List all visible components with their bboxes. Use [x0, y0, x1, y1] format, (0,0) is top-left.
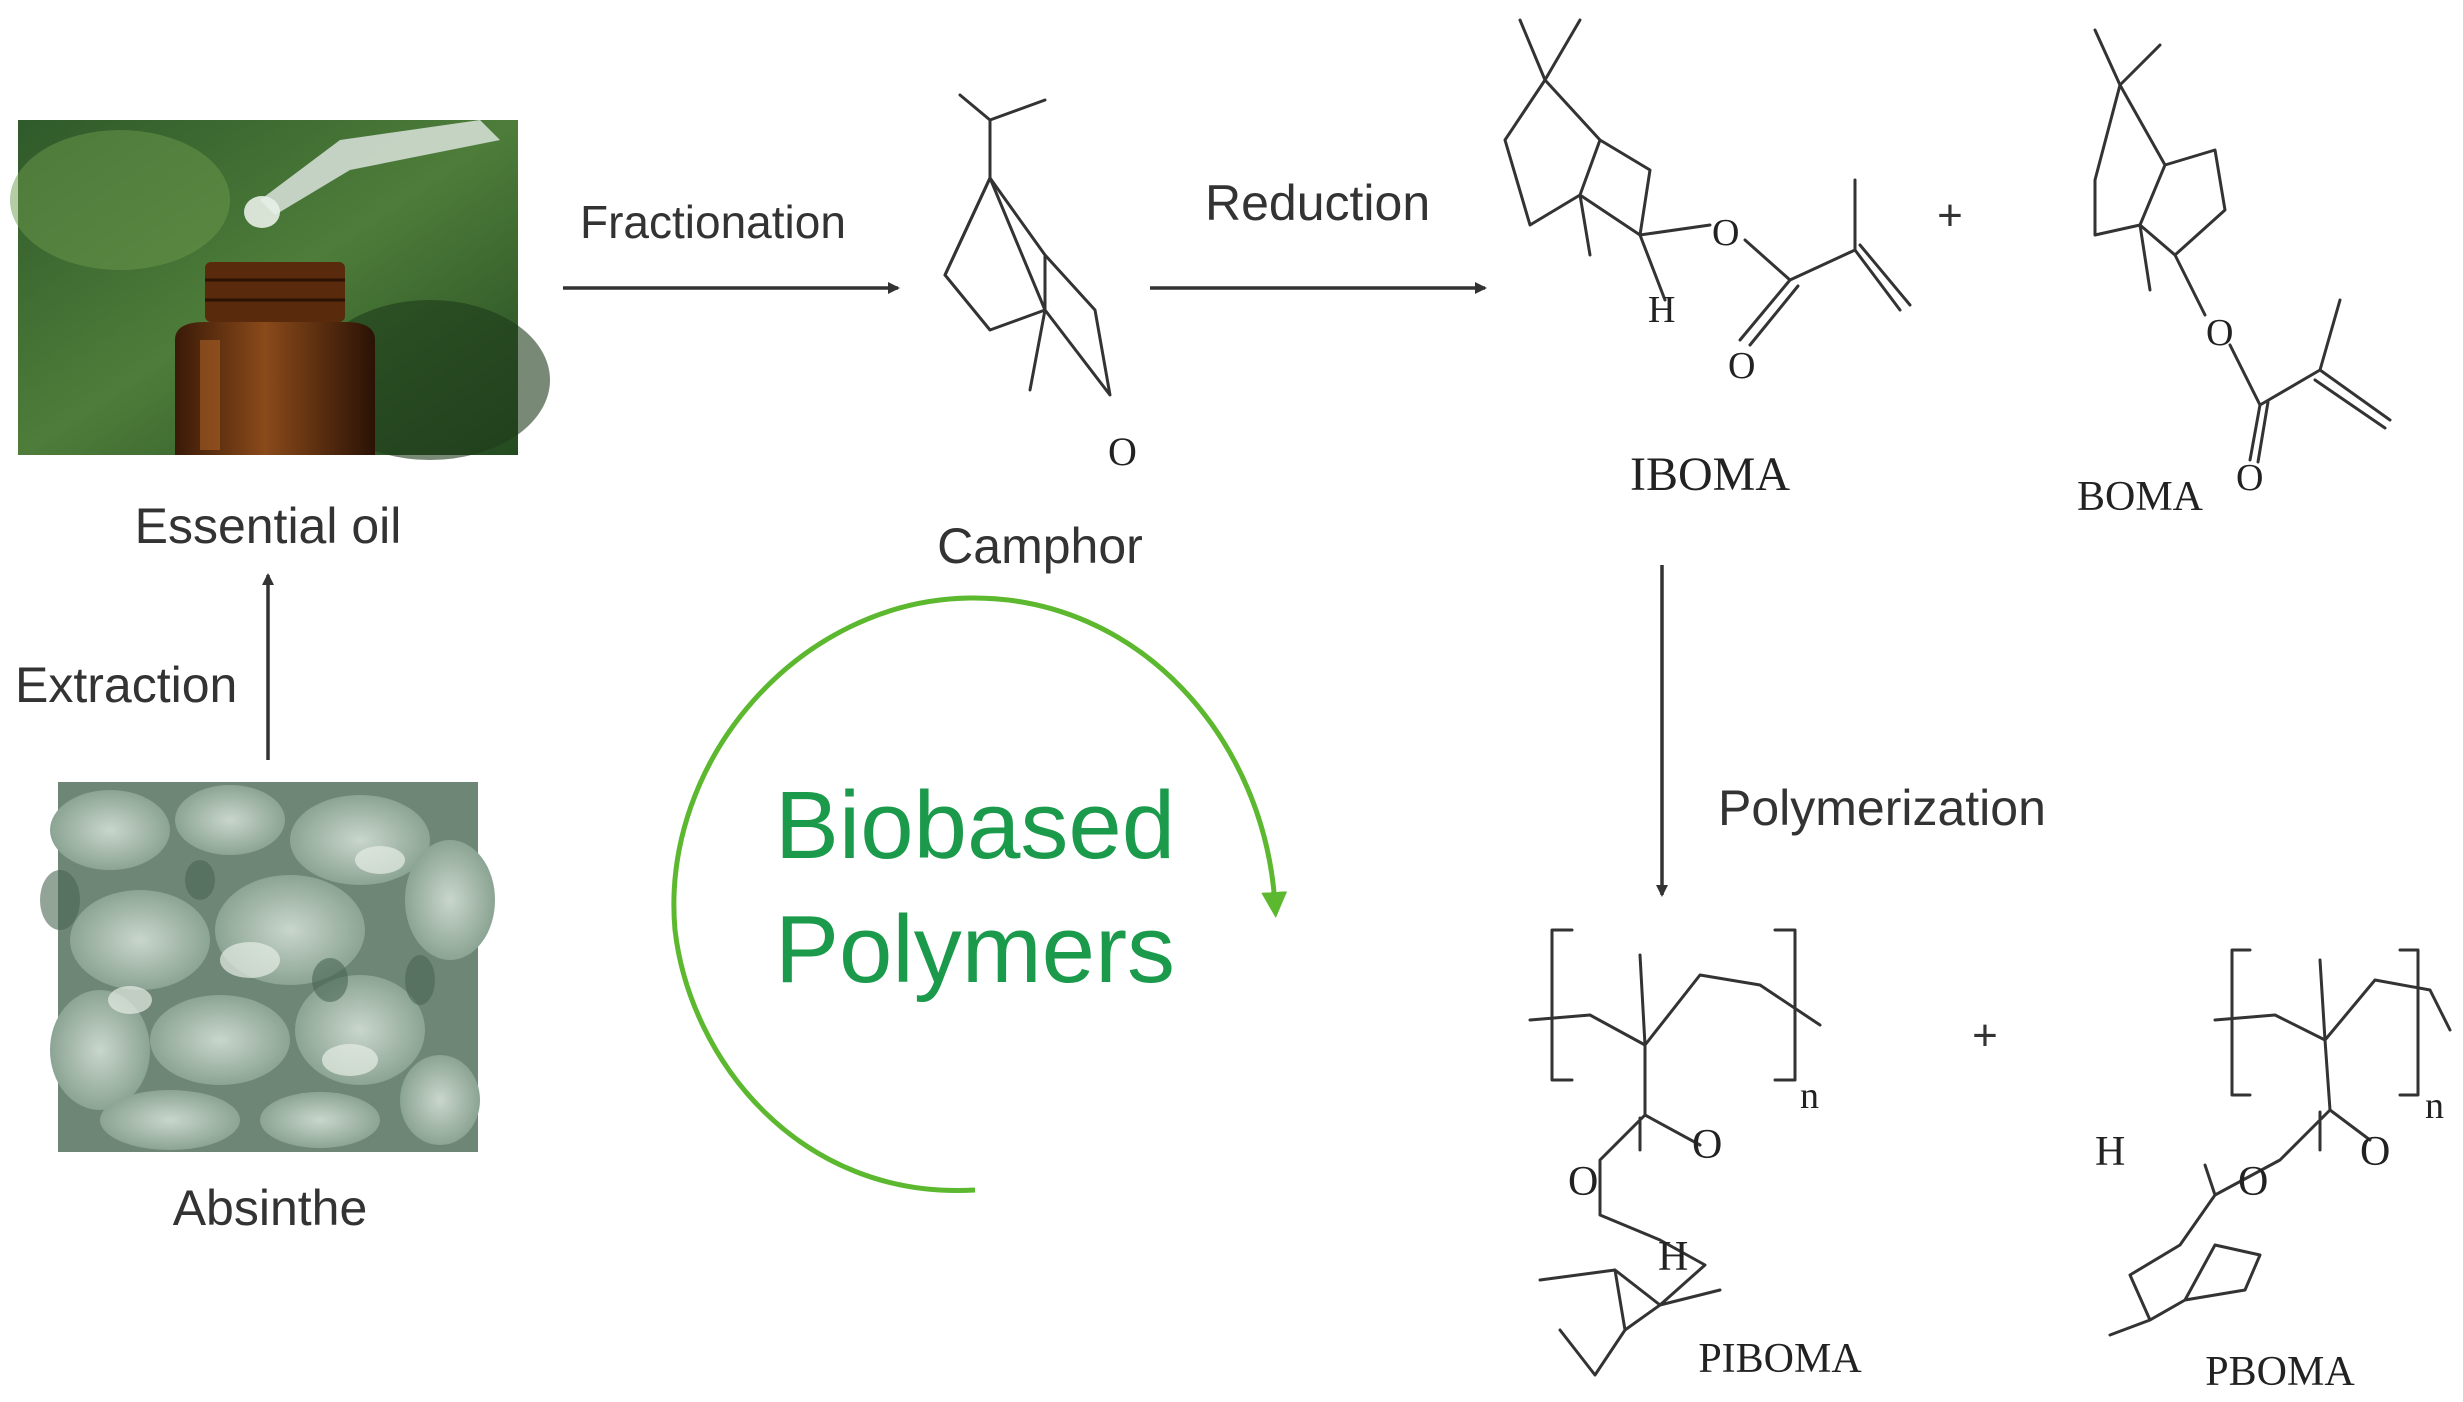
absinthe-photo	[40, 782, 495, 1152]
boma-structure: O O	[2093, 28, 2392, 499]
iboma-ester-oxygen: O	[1712, 212, 1739, 254]
iboma-hydrogen: H	[1648, 289, 1675, 331]
piboma-ester-oxygen: O	[1568, 1159, 1598, 1205]
iboma-label: IBOMA	[1630, 448, 1790, 501]
pboma-hydrogen: H	[2095, 1129, 2125, 1175]
pboma-repeat-n: n	[2425, 1085, 2444, 1127]
iboma-structure: H O O	[1503, 18, 1912, 387]
boma-label: BOMA	[2077, 474, 2204, 520]
pboma-carbonyl-oxygen: O	[2360, 1129, 2390, 1175]
pboma-ester-oxygen: O	[2238, 1159, 2268, 1205]
boma-ester-oxygen: O	[2206, 312, 2233, 354]
polymerization-label: Polymerization	[1718, 780, 2046, 836]
plus-sign-polymers: +	[1972, 1011, 1998, 1060]
piboma-label: PIBOMA	[1698, 1336, 1862, 1382]
camphor-oxygen: O	[1108, 429, 1137, 474]
piboma-carbonyl-oxygen: O	[1692, 1122, 1722, 1168]
camphor-structure: O	[943, 93, 1137, 474]
center-title-line2: Polymers	[775, 896, 1175, 1003]
reduction-label: Reduction	[1205, 175, 1430, 231]
boma-carbonyl-oxygen: O	[2236, 457, 2263, 499]
fractionation-label: Fractionation	[580, 196, 846, 248]
pboma-structure: O O H n	[2095, 948, 2452, 1337]
pboma-label: PBOMA	[2205, 1349, 2355, 1395]
center-title-line1: Biobased	[775, 772, 1175, 879]
iboma-carbonyl-oxygen: O	[1728, 345, 1755, 387]
piboma-structure: O O H n	[1528, 928, 1822, 1377]
essential-oil-label: Essential oil	[135, 498, 402, 554]
biobased-cycle: Biobased Polymers	[671, 595, 1288, 1193]
camphor-label: Camphor	[937, 518, 1143, 574]
cycle-arrow	[671, 595, 1288, 1193]
absinthe-label: Absinthe	[173, 1180, 368, 1236]
piboma-hydrogen: H	[1658, 1234, 1688, 1280]
plus-sign-monomers: +	[1937, 191, 1963, 240]
essential-oil-photo	[10, 120, 550, 460]
extraction-label: Extraction	[15, 657, 237, 713]
piboma-repeat-n: n	[1800, 1075, 1819, 1117]
